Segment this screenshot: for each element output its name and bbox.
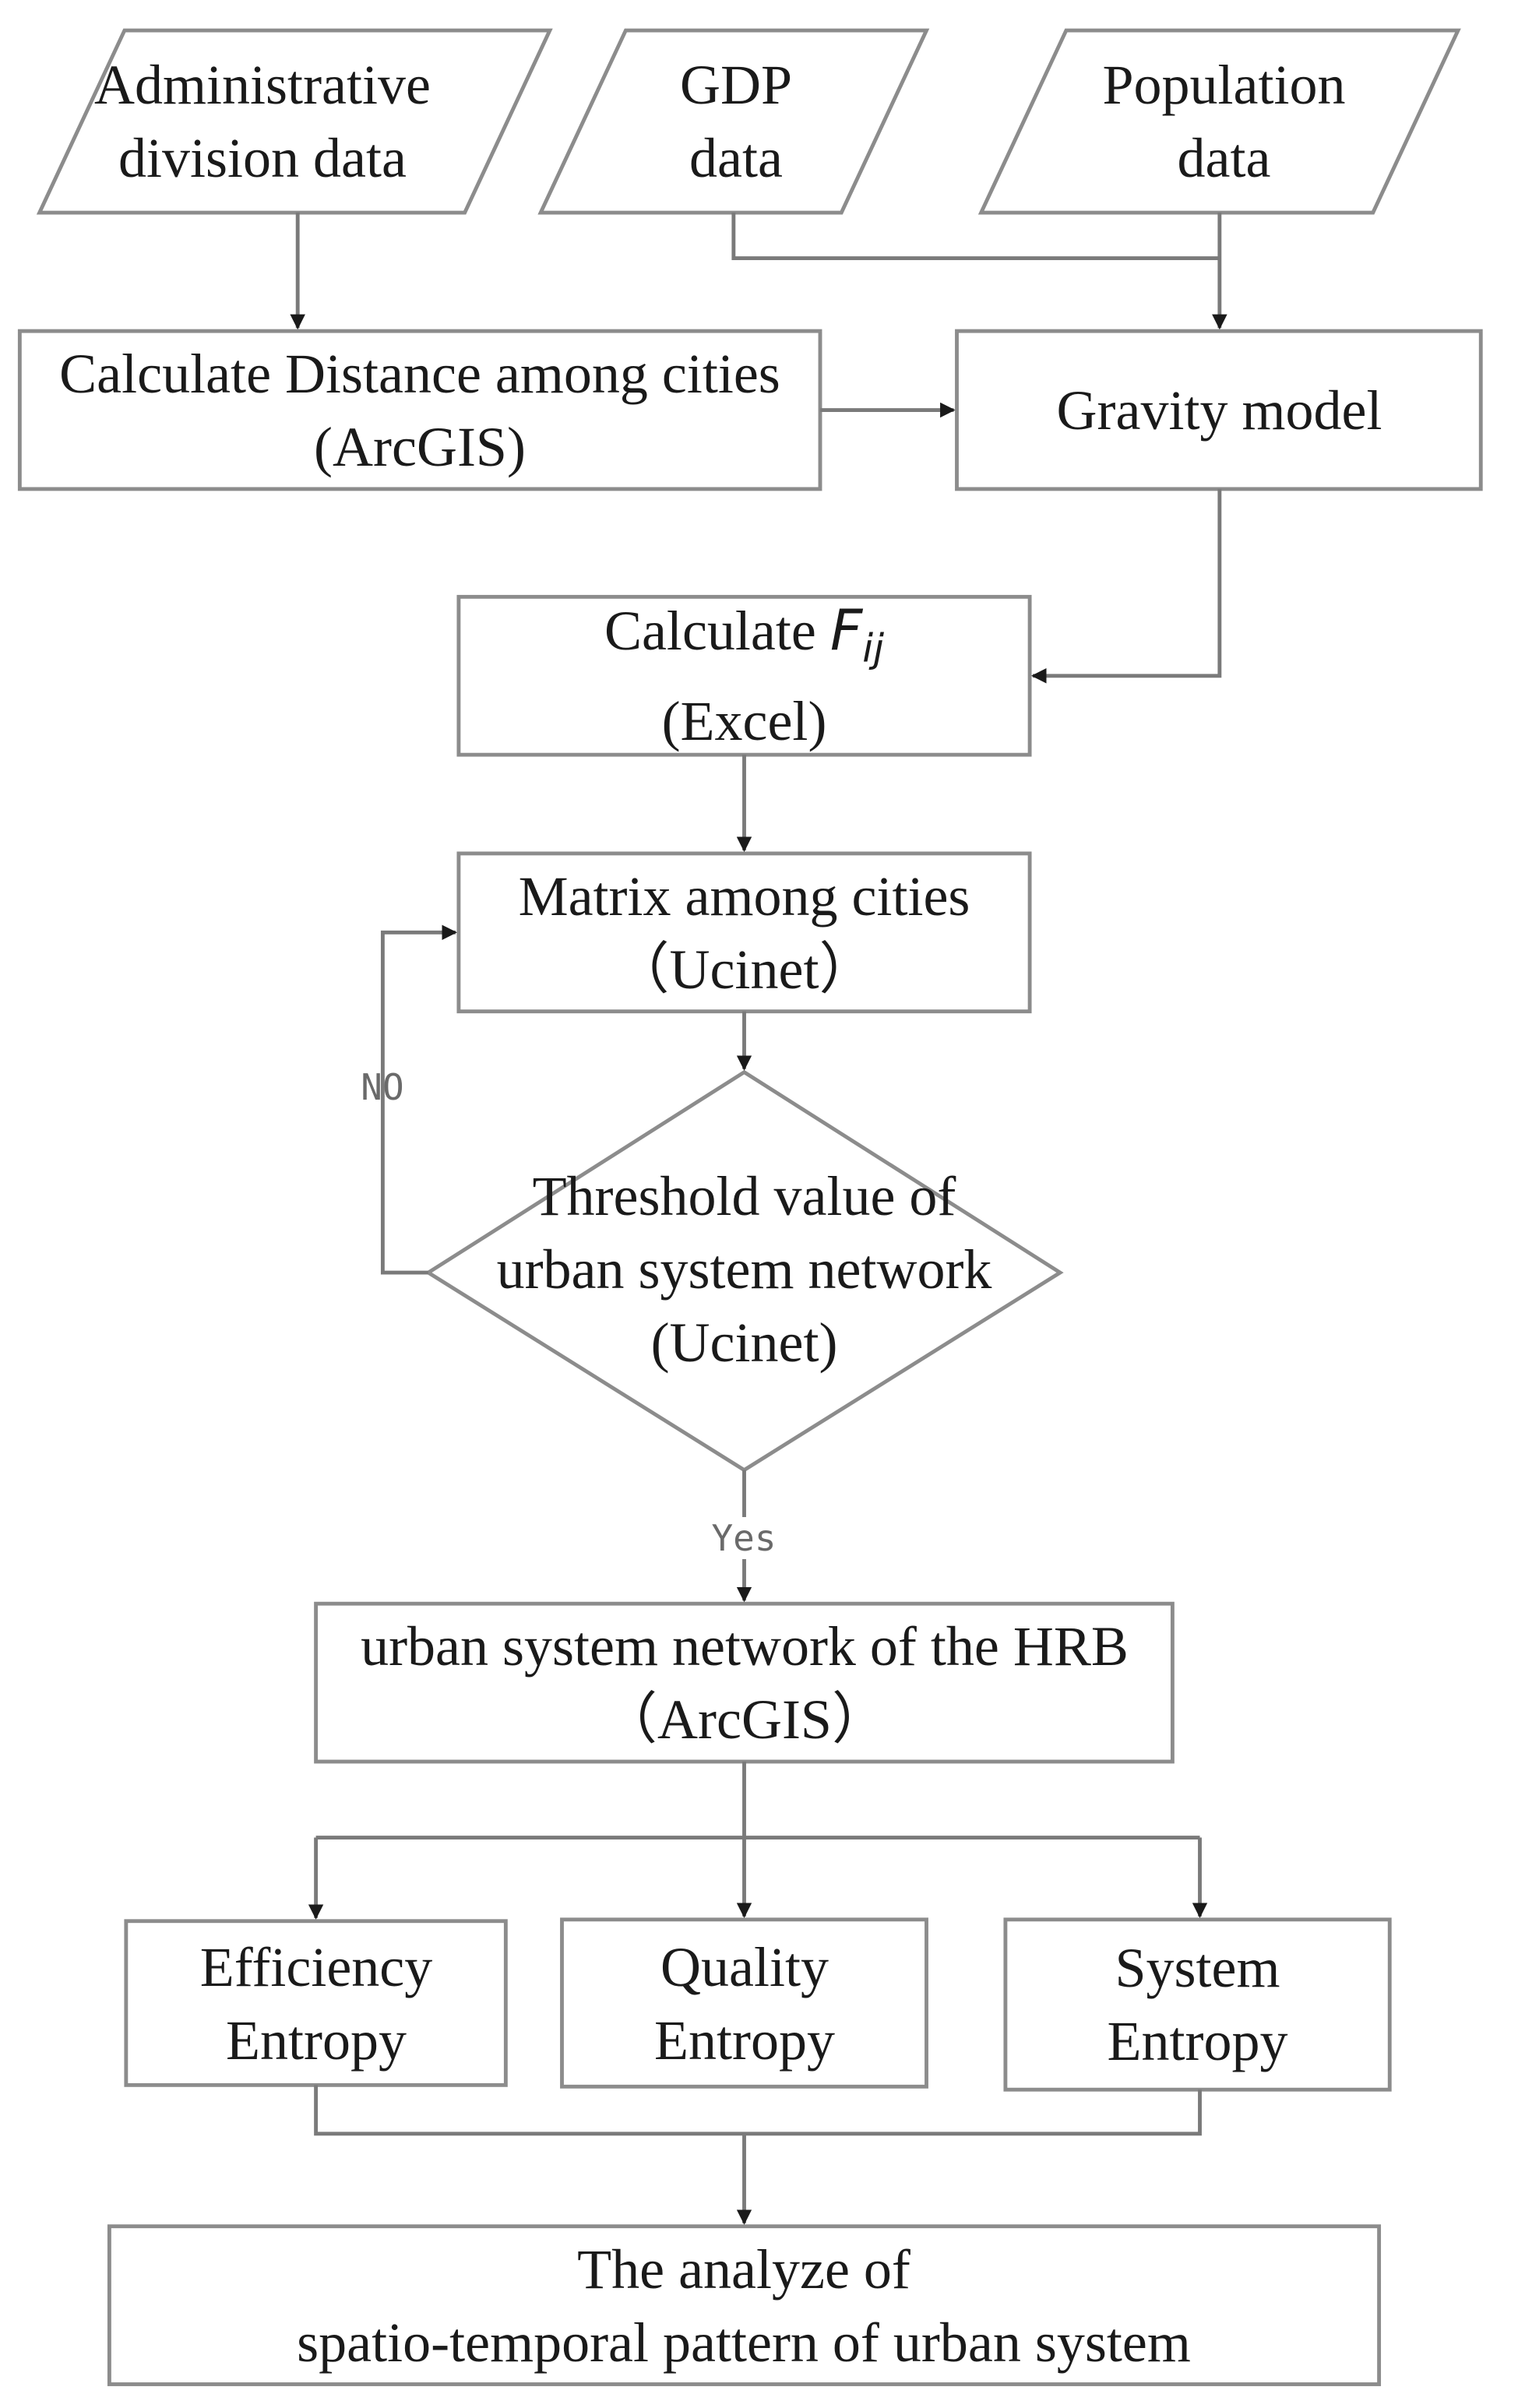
fij-label: Calculate Fij (Excel) bbox=[604, 597, 885, 753]
ij-subscript: ij bbox=[862, 625, 885, 671]
distance-label: Calculate Distance among cities(ArcGIS) bbox=[59, 342, 780, 478]
admin-data-shape bbox=[36, 28, 553, 215]
gravity-label: Gravity model bbox=[1056, 378, 1382, 442]
gdp-data-shape bbox=[537, 28, 930, 215]
distance-box bbox=[17, 329, 822, 491]
quality-box bbox=[560, 1917, 928, 2089]
edge-merge-bar bbox=[314, 2085, 1202, 2136]
edge-label-no: NO bbox=[361, 1066, 404, 1108]
matrix-label: Matrix among cities（Ucinet） bbox=[518, 864, 970, 1001]
gravity-box bbox=[955, 329, 1483, 491]
f-symbol: F bbox=[829, 597, 863, 663]
edge-gdp-join bbox=[731, 213, 1220, 260]
edge-gravity-fij bbox=[1031, 488, 1222, 684]
matrix-box bbox=[456, 851, 1032, 1014]
fij-box bbox=[456, 594, 1032, 757]
analyze-box bbox=[107, 2224, 1382, 2386]
population-data-shape bbox=[977, 28, 1461, 215]
edge-threshold-no-loop bbox=[380, 924, 457, 1275]
network-box bbox=[314, 1601, 1175, 1764]
system-box bbox=[1003, 1917, 1392, 2092]
network-label: urban system network of the HRB（ArcGIS） bbox=[361, 1614, 1129, 1751]
efficiency-box bbox=[124, 1919, 508, 2087]
edge-label-yes: Yes bbox=[708, 1517, 780, 1559]
